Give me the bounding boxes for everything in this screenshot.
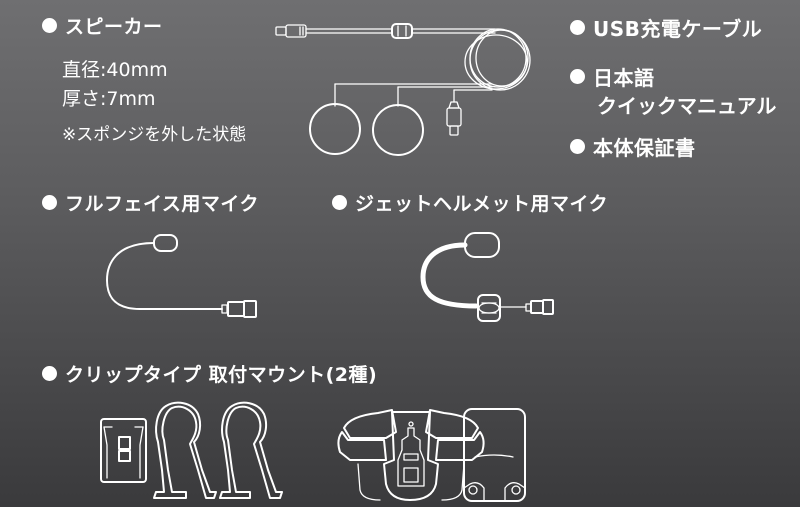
speaker-connector-icon: [446, 101, 462, 136]
accessory-manual-label-2: クイックマニュアル: [597, 94, 777, 118]
speaker-heading: スピーカー: [42, 12, 163, 39]
bullet-icon: [332, 195, 347, 210]
mount-plate-icon: [100, 418, 147, 483]
accessory-usb-cable: USB充電ケーブル: [570, 13, 762, 42]
mic-connector-icon: [243, 300, 257, 318]
accessory-manual: 日本語: [570, 62, 655, 91]
speaker-thickness: 厚さ:7mm: [62, 88, 156, 110]
bullet-icon: [570, 69, 585, 84]
accessory-usb-cable-label: USB充電ケーブル: [593, 17, 763, 41]
bullet-icon: [42, 195, 57, 210]
mic-fullface-title: フルフェイス用マイク: [65, 193, 260, 215]
mic-fullface-heading: フルフェイス用マイク: [42, 189, 259, 216]
speaker-note: ※スポンジを外した状態: [62, 125, 247, 145]
speaker-diameter: 直径:40mm: [62, 59, 168, 81]
accessory-manual-label: 日本語: [593, 66, 655, 90]
speaker-cable-illustration: [275, 23, 531, 156]
usb-plug-icon: [275, 24, 307, 38]
bullet-icon: [570, 139, 585, 154]
mic-connector-icon: [542, 299, 554, 315]
speaker-left-icon: [309, 103, 361, 155]
mic-jet-illustration: [420, 232, 554, 322]
mic-jet-heading: ジェットヘルメット用マイク: [332, 189, 608, 216]
mount-clip-right-icon: [219, 401, 283, 499]
accessory-warranty-label: 本体保証書: [593, 136, 696, 160]
mount-heading: クリップタイプ 取付マウント(2種): [42, 360, 377, 387]
bullet-icon: [570, 20, 585, 35]
mount-clip-illustration: [100, 401, 283, 499]
ferrite-core-icon: [391, 23, 413, 39]
mic-head-icon: [464, 232, 500, 258]
mount-adhesive-illustration: [337, 408, 526, 502]
mic-clip-icon: [477, 294, 501, 322]
mount-base-icon: [337, 409, 485, 501]
mount-plate-square-icon: [463, 408, 526, 502]
mic-head-icon: [153, 234, 178, 252]
mic-jet-title: ジェットヘルメット用マイク: [355, 193, 609, 215]
bullet-icon: [42, 18, 57, 33]
bullet-icon: [42, 366, 57, 381]
accessory-warranty: 本体保証書: [570, 132, 696, 161]
speaker-right-icon: [372, 104, 424, 156]
speaker-title: スピーカー: [65, 16, 163, 38]
mount-clip-left-icon: [153, 401, 217, 499]
mount-title: クリップタイプ 取付マウント(2種): [65, 364, 378, 386]
mic-fullface-illustration: [106, 234, 257, 318]
